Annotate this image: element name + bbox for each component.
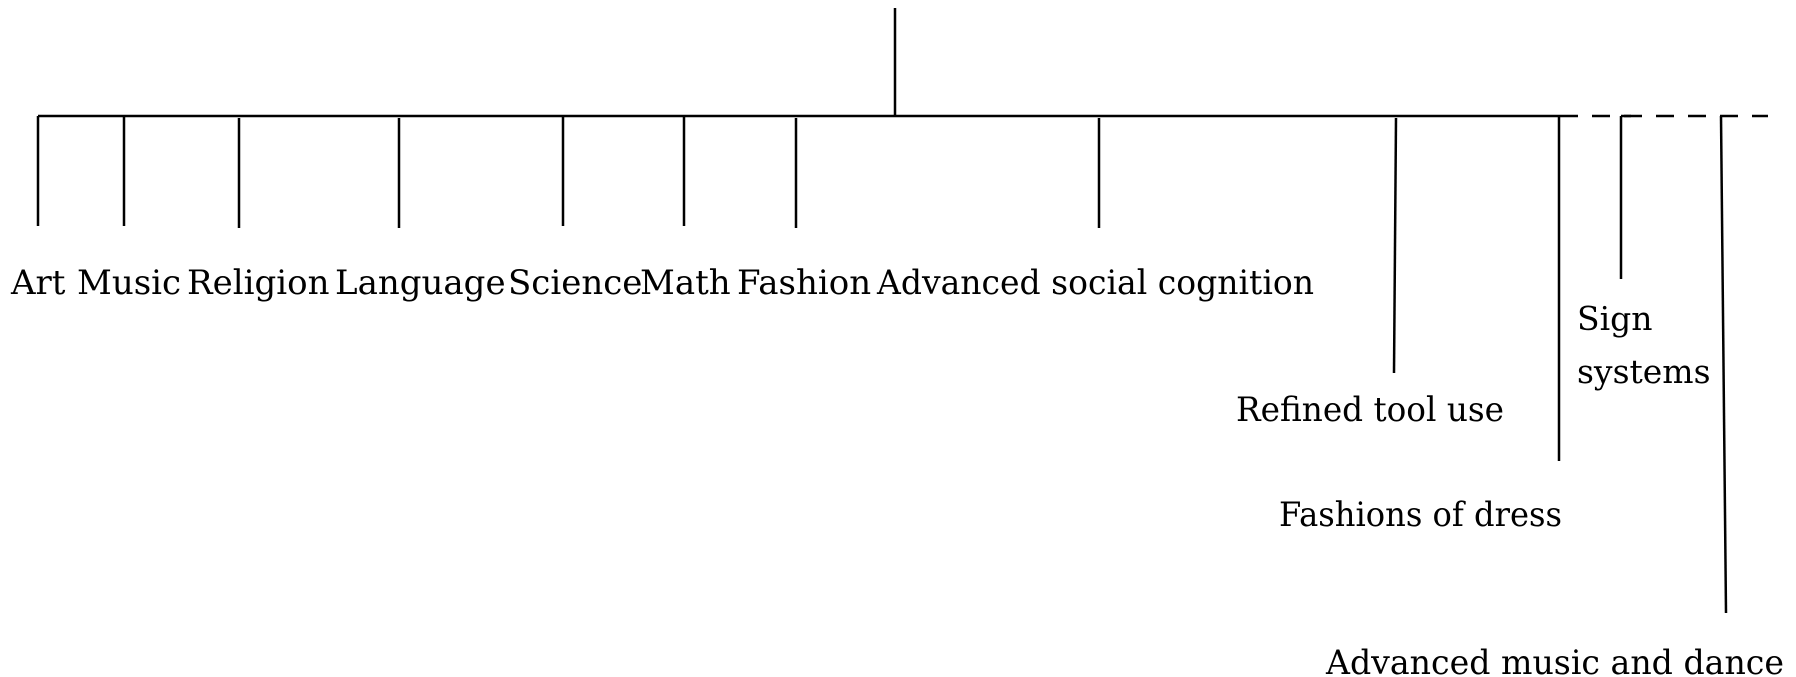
label-advanced-music-and-dance: Advanced music and dance xyxy=(1325,643,1784,677)
label-sign-systems-line1: Sign xyxy=(1577,299,1653,338)
label-fashions-of-dress: Fashions of dress xyxy=(1279,495,1562,535)
branch-advanced-music-and-dance xyxy=(1719,115,1728,614)
label-religion: Religion xyxy=(187,263,329,303)
label-language: Language xyxy=(335,263,506,303)
label-advanced-social-cognition: Advanced social cognition xyxy=(876,263,1314,303)
label-math: Math xyxy=(640,263,731,303)
label-music: Music xyxy=(77,263,181,303)
label-fashion: Fashion xyxy=(737,263,871,303)
label-science: Science xyxy=(508,263,642,303)
branch-refined-tool-use xyxy=(1392,117,1398,374)
label-art: Art xyxy=(10,263,66,303)
label-refined-tool-use: Refined tool use xyxy=(1236,390,1504,430)
label-sign-systems-line2: systems xyxy=(1577,352,1711,391)
